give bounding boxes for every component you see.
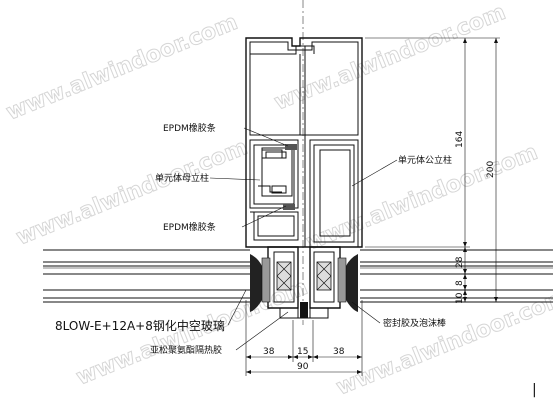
glass-gaskets — [250, 254, 358, 312]
cursor-mark: | — [532, 382, 537, 398]
label-sealant: 密封胶及泡沫棒 — [383, 317, 446, 329]
watermark-1: www.alwindoor.com — [3, 10, 241, 126]
label-thermal-break: 亚松聚氨酯隔热胶 — [150, 344, 222, 356]
dim-8: 8 — [455, 280, 465, 286]
dim-28: 28 — [455, 256, 465, 268]
label-epdm-top: EPDM橡胶条 — [163, 122, 216, 134]
dim-10: 10 — [455, 292, 465, 304]
label-glass: 8LOW-E+12A+8钢化中空玻璃 — [55, 318, 225, 333]
callouts: EPDM橡胶条 单元体母立柱 单元体公立柱 EPDM橡胶条 8LOW-E+12A… — [55, 122, 452, 356]
dim-90: 90 — [297, 362, 309, 372]
label-female-mullion: 单元体母立柱 — [155, 172, 209, 184]
dim-38-right: 38 — [333, 347, 345, 357]
vertical-dimensions: 164 200 28 8 10 — [365, 37, 500, 304]
watermark-2: www.alwindoor.com — [271, 0, 509, 116]
dim-15: 15 — [297, 347, 308, 357]
dim-38-left: 38 — [263, 347, 275, 357]
label-male-mullion: 单元体公立柱 — [398, 154, 452, 166]
dim-200: 200 — [486, 161, 496, 178]
dim-164: 164 — [455, 131, 465, 148]
thermal-break-inserts — [276, 261, 332, 291]
horizontal-dimensions: 38 15 38 90 — [245, 300, 363, 376]
watermark-3: www.alwindoor.com — [13, 135, 251, 251]
label-epdm-mid: EPDM橡胶条 — [163, 221, 216, 233]
